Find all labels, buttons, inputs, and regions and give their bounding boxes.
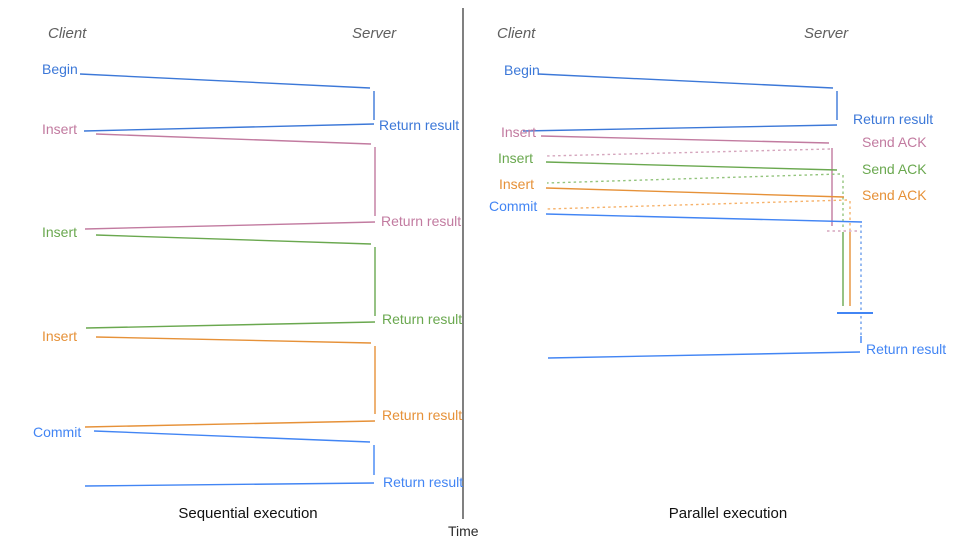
par-insert1-arrows [540,135,857,232]
par-ack2-label: Send ACK [862,161,927,177]
seq-begin-label: Begin [42,61,78,77]
seq-server-header: Server [352,25,397,42]
seq-insert2-label: Insert [42,224,78,240]
seq-begin-arrows [79,73,375,132]
time-axis-label: Time [448,523,479,539]
seq-commit-label: Commit [33,424,82,440]
par-insert1-label: Insert [501,124,537,140]
par-return1-label: Return result [853,111,934,127]
par-return2-label: Return result [866,341,947,357]
seq-insert3-arrows [84,336,376,428]
seq-return3-label: Return result [382,311,463,327]
seq-return5-label: Return result [383,474,464,490]
seq-client-header: Client [48,25,87,42]
seq-insert1-label: Insert [42,121,78,137]
seq-title: Sequential execution [178,505,318,522]
seq-commit-arrows [84,430,375,487]
par-insert3-arrows [545,187,851,306]
par-begin-label: Begin [504,62,540,78]
par-ack3-label: Send ACK [862,187,927,203]
par-commit-arrows [545,213,873,359]
par-ack1-label: Send ACK [862,134,927,150]
par-server-header: Server [804,25,849,42]
seq-return2-label: Return result [381,213,462,229]
seq-return4-label: Return result [382,407,463,423]
par-begin-arrows [522,73,838,132]
par-insert2-arrows [545,161,844,306]
seq-insert3-label: Insert [42,328,78,344]
par-insert2-label: Insert [498,150,534,166]
seq-insert2-arrows [85,234,376,329]
par-client-header: Client [497,25,536,42]
par-commit-label: Commit [489,198,538,214]
seq-return1-label: Return result [379,117,460,133]
par-insert3-label: Insert [499,176,535,192]
seq-insert1-arrows [84,133,376,230]
par-title: Parallel execution [668,505,788,522]
